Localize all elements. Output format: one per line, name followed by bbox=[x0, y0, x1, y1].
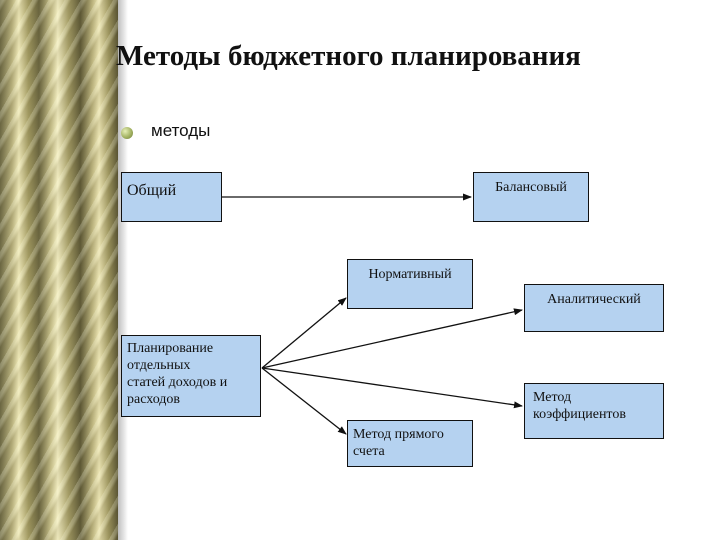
node-planirovanie-line: отдельных bbox=[127, 358, 191, 373]
node-koefficienty: Метод коэффициентов bbox=[524, 383, 664, 439]
arrow-planirovanie-to-pryamoy bbox=[261, 367, 347, 435]
node-analiticheskiy-label: Аналитический bbox=[547, 292, 641, 307]
arrow-planirovanie-to-analiticheskiy bbox=[261, 308, 523, 369]
node-balansovyi: Балансовый bbox=[473, 172, 589, 222]
bullet-text: методы bbox=[151, 121, 211, 140]
bullet-icon bbox=[121, 127, 133, 139]
node-koefficienty-line: Метод bbox=[533, 390, 572, 405]
slide-title: Методы бюджетного планирования bbox=[116, 40, 581, 72]
node-balansovyi-label: Балансовый bbox=[495, 180, 567, 195]
node-planirovanie-line: расходов bbox=[127, 392, 181, 407]
node-normativnyi-label: Нормативный bbox=[368, 267, 452, 282]
node-planirovanie-line: Планирование bbox=[127, 341, 214, 356]
node-analiticheskiy: Аналитический bbox=[524, 284, 664, 332]
node-koefficienty-line: коэффициентов bbox=[533, 407, 626, 422]
arrow-planirovanie-to-koefficienty bbox=[261, 367, 523, 409]
node-obshchiy: Общий bbox=[121, 172, 222, 222]
node-pryamoy-line: Метод прямого bbox=[353, 427, 444, 442]
arrow-planirovanie-to-normativnyi bbox=[261, 297, 347, 369]
node-normativnyi: Нормативный bbox=[347, 259, 473, 309]
node-pryamoy-line: счета bbox=[353, 444, 385, 459]
node-planirovanie: Планирование отдельных статей доходов и … bbox=[121, 335, 261, 417]
node-obshchiy-label: Общий bbox=[127, 182, 177, 199]
node-pryamoy: Метод прямого счета bbox=[347, 420, 473, 467]
node-planirovanie-line: статей доходов и bbox=[127, 375, 228, 390]
decorative-side-band bbox=[0, 0, 118, 540]
side-band-shadow bbox=[118, 0, 128, 540]
